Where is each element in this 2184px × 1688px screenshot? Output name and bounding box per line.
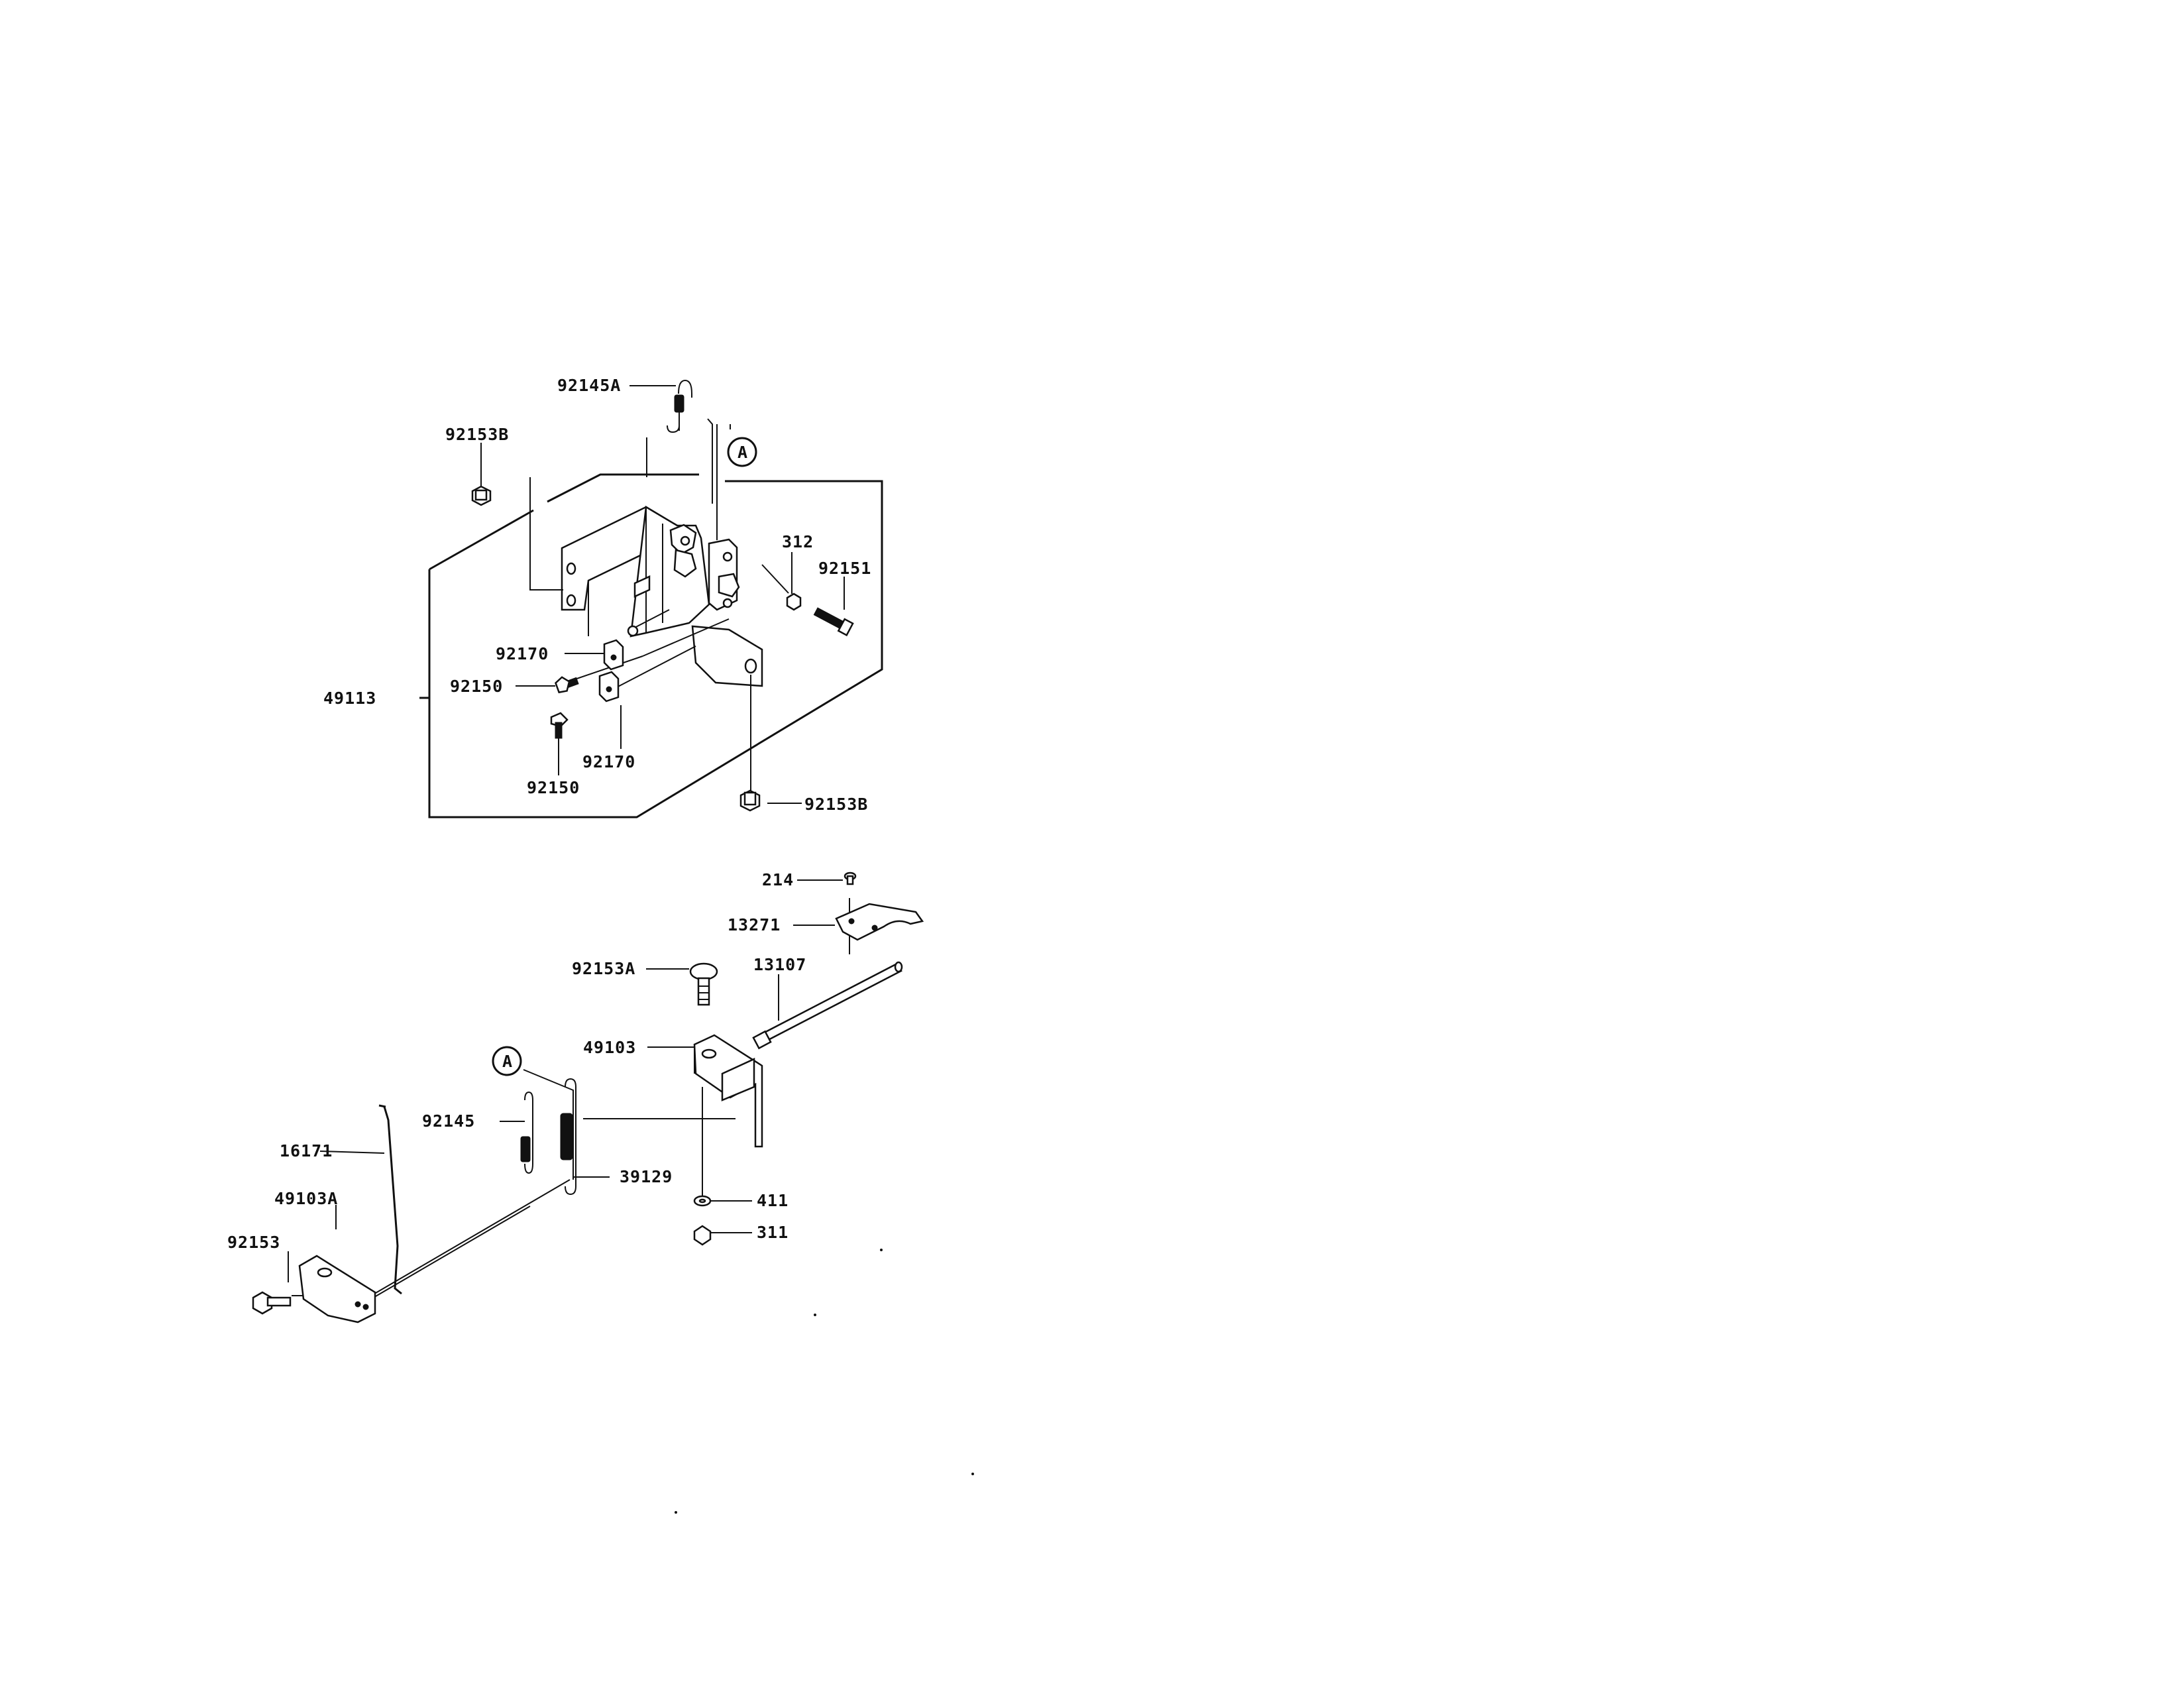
washer-411 (693, 1195, 712, 1207)
bolt-92150-a (555, 676, 579, 694)
reference-marker-A-bottom (492, 1046, 522, 1076)
label-13271: 13271 (728, 915, 781, 934)
spring-92145A (667, 379, 692, 433)
screw-214 (844, 872, 857, 885)
label-92151: 92151 (818, 559, 871, 578)
label-A-top: A (737, 443, 748, 462)
bolt-92153B-top (471, 477, 492, 506)
label-49103A: 49103A (274, 1189, 338, 1208)
rod-16171 (378, 1104, 402, 1295)
scan-specks (675, 1249, 974, 1514)
label-411: 411 (757, 1191, 789, 1210)
clip-92170-lower (598, 671, 620, 703)
label-214: 214 (762, 870, 794, 889)
spring-39129 (560, 1078, 576, 1196)
nut-312 (786, 592, 802, 611)
assembly-frame-49113 (419, 473, 883, 818)
label-16171: 16171 (280, 1141, 333, 1160)
label-49113: 49113 (323, 689, 376, 708)
label-A-bottom: A (502, 1052, 513, 1071)
label-92153B-top: 92153B (445, 425, 509, 444)
nut-311 (693, 1225, 712, 1246)
label-311: 311 (757, 1223, 789, 1242)
bolt-92153A (689, 962, 718, 1006)
label-92170-upper: 92170 (496, 644, 549, 663)
label-92150-bottom: 92150 (527, 778, 580, 797)
lower-assembly (252, 872, 924, 1323)
shaft-13107 (752, 961, 903, 1050)
label-92153: 92153 (227, 1233, 280, 1252)
label-49103: 49103 (583, 1038, 636, 1057)
bolt-92153 (252, 1291, 292, 1315)
bolt-92150-b (550, 712, 569, 739)
callout-labels: 92145A 92153B A 312 92151 92170 92150 49… (227, 376, 871, 1252)
clip-92170-upper (603, 639, 624, 671)
lower-leaders (288, 879, 850, 1300)
bolt-92153B-bottom (739, 789, 761, 812)
label-39129: 39129 (620, 1167, 673, 1186)
label-92150-left: 92150 (450, 677, 503, 696)
upper-assembly (419, 379, 883, 818)
lever-49103 (693, 1034, 763, 1148)
lever-49103A (298, 1255, 376, 1323)
control-bracket (561, 505, 763, 687)
label-92145A: 92145A (557, 376, 621, 395)
spring-92145 (520, 1091, 533, 1174)
label-312: 312 (782, 532, 814, 551)
plate-13271 (835, 903, 924, 941)
label-92153A: 92153A (572, 959, 635, 978)
upper-leaders (480, 385, 845, 804)
label-13107: 13107 (753, 955, 806, 974)
screw-92151 (813, 607, 854, 637)
label-92170-lower: 92170 (582, 752, 635, 771)
reference-marker-A-top (727, 437, 757, 467)
label-92153B-bottom: 92153B (804, 795, 868, 814)
label-92145: 92145 (422, 1111, 475, 1131)
